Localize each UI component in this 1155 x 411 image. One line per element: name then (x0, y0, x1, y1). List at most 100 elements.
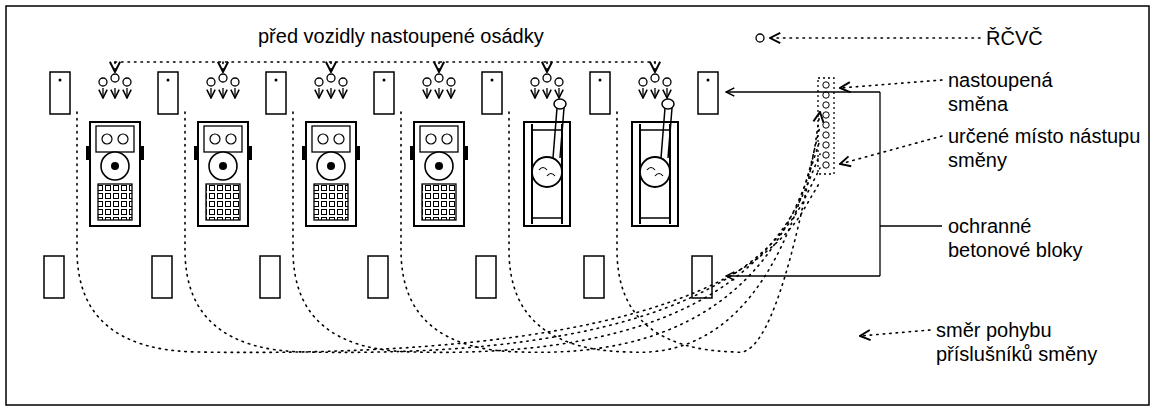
bracket-drop (114, 62, 116, 72)
tank-cap (435, 162, 443, 170)
crew-member (663, 78, 671, 86)
concrete-block (584, 256, 604, 298)
bracket-drop (438, 62, 440, 72)
crew-arrow (450, 88, 451, 98)
ladder-cage (554, 99, 566, 109)
crew-arrow (666, 88, 667, 98)
crew-member (447, 78, 455, 86)
bracket-line (115, 61, 655, 63)
crew-arrow (546, 88, 547, 98)
mirror (194, 146, 198, 160)
bracket-drop (654, 62, 656, 72)
turntable (532, 157, 562, 187)
block-mark (167, 79, 170, 82)
fire-truck (198, 122, 248, 226)
mirror (410, 146, 414, 160)
concrete-block (482, 72, 502, 114)
leader-line (860, 330, 930, 336)
ladder-cage (662, 99, 674, 109)
crew-member (219, 74, 227, 82)
mirror (356, 146, 360, 160)
cab-light (102, 134, 112, 144)
crew-arrow (558, 88, 559, 98)
crew-member (111, 74, 119, 82)
cab-light (118, 134, 128, 144)
crew-member (315, 78, 323, 86)
crew-arrow (210, 88, 211, 98)
turntable (640, 157, 670, 187)
crew-member (123, 78, 131, 86)
crew-member (231, 78, 239, 86)
crew-arrow (330, 88, 331, 98)
callout-label: směr pohybu příslušníků směny (936, 318, 1136, 366)
leader-line (726, 275, 880, 276)
ladder-rung (532, 129, 562, 131)
bracket-drop (222, 62, 224, 72)
truck-tank (209, 152, 237, 180)
bracket-drop (330, 62, 332, 72)
ladder-rung (532, 217, 562, 219)
truck-cab (420, 126, 458, 152)
block-mark (491, 79, 494, 82)
crew-arrow (234, 88, 235, 98)
crew-member (651, 74, 659, 82)
shift-member (823, 102, 829, 108)
crew-arrow (438, 88, 439, 98)
concrete-block (158, 72, 178, 114)
crew-member (435, 74, 443, 82)
movement-path (617, 112, 820, 352)
leader-line (840, 80, 942, 88)
callout-label: určené místo nástupu směny (948, 124, 1148, 172)
crew-arrow (534, 88, 535, 98)
concrete-block (260, 256, 280, 298)
crew-arrow (342, 88, 343, 98)
crew-arrow (642, 88, 643, 98)
fire-truck (306, 122, 356, 226)
ladder-truck (632, 122, 678, 226)
block-mark (599, 79, 602, 82)
leader-line (840, 136, 942, 164)
mirror (248, 146, 252, 160)
mirror (302, 146, 306, 160)
crew-member (339, 78, 347, 86)
scene (44, 34, 980, 352)
block-mark (707, 79, 710, 82)
concrete-block (698, 72, 718, 114)
crew-arrow (114, 88, 115, 98)
mirror (464, 146, 468, 160)
mirror (140, 146, 144, 160)
movement-path (401, 112, 820, 352)
cab-light (426, 134, 436, 144)
leader-line (726, 91, 880, 92)
truck-cab (96, 126, 134, 152)
truck-body (206, 184, 240, 220)
crew-member (639, 78, 647, 86)
concrete-block (368, 256, 388, 298)
crew-member (327, 74, 335, 82)
concrete-block (44, 256, 64, 298)
crew-member (555, 78, 563, 86)
movement-path (509, 112, 820, 352)
concrete-block (50, 72, 70, 114)
movement-path (185, 112, 820, 352)
cab-light (226, 134, 236, 144)
mirror (86, 146, 90, 160)
callout-label: nastoupená směna (948, 68, 1078, 116)
ladder-extension (553, 108, 564, 158)
ladder-extension (661, 108, 672, 158)
concrete-block (374, 72, 394, 114)
tank-cap (111, 162, 119, 170)
ladder-truck (524, 122, 570, 226)
truck-cab (312, 126, 350, 152)
shift-member (823, 162, 829, 168)
concrete-block (476, 256, 496, 298)
crew-member (423, 78, 431, 86)
shift-member (823, 82, 829, 88)
cab-light (318, 134, 328, 144)
callout-label: ochranné betonové bloky (948, 214, 1108, 262)
turntable-mark (539, 168, 555, 177)
turntable-mark (647, 168, 663, 177)
crew-member (207, 78, 215, 86)
shift-member (823, 152, 829, 158)
